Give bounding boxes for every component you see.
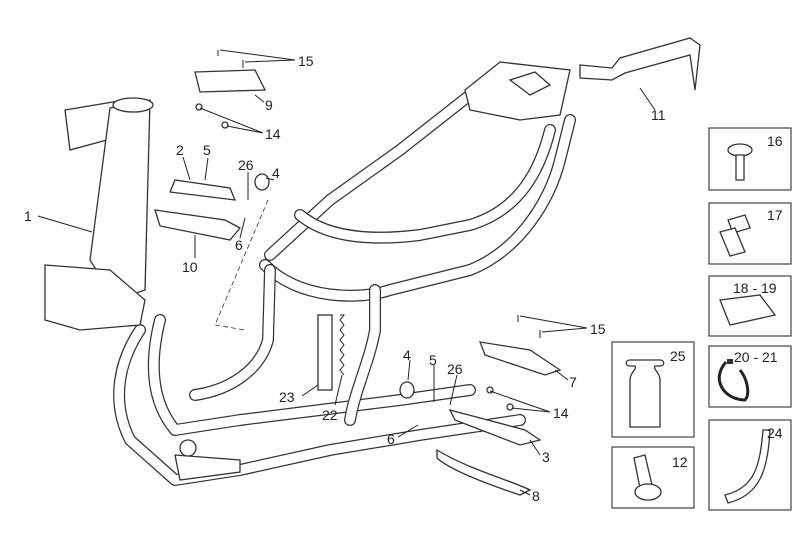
callout-5: 5 (429, 352, 437, 368)
part-box-18-19 (708, 275, 792, 337)
callout-labels: 15 9 14 11 1 2 5 26 4 6 10 15 7 14 3 8 4… (24, 53, 783, 504)
part-box-12 (611, 446, 695, 509)
callout-5: 5 (203, 142, 211, 158)
screws (195, 50, 541, 411)
callout-20-21: 20 - 21 (734, 349, 778, 365)
assembly-guide-line (214, 199, 269, 331)
part-box-16 (708, 127, 792, 191)
callout-12: 12 (672, 454, 688, 470)
callout-4: 4 (403, 347, 411, 363)
callout-23: 23 (279, 389, 295, 405)
callout-2: 2 (176, 142, 184, 158)
callout-11: 11 (651, 107, 666, 123)
callout-8: 8 (532, 488, 540, 504)
callout-15: 15 (298, 53, 314, 69)
part-box-20-21 (708, 345, 792, 408)
callout-4: 4 (272, 165, 280, 181)
part-box-25 (611, 341, 695, 438)
callout-26: 26 (447, 361, 463, 377)
part-box-17 (708, 202, 792, 265)
callout-15: 15 (590, 321, 606, 337)
callout-9: 9 (265, 97, 273, 113)
callout-24: 24 (767, 425, 783, 441)
callout-18-19: 18 - 19 (733, 280, 777, 296)
callout-10: 10 (182, 259, 198, 275)
callout-6: 6 (235, 237, 243, 253)
callout-16: 16 (767, 133, 783, 149)
part-box-24 (708, 419, 792, 511)
callout-6: 6 (387, 431, 395, 447)
callout-14: 14 (553, 405, 569, 421)
leader-lines (37, 49, 656, 496)
main-frame (44, 61, 576, 486)
callout-3: 3 (542, 449, 550, 465)
callout-25: 25 (670, 348, 686, 364)
small-parts (154, 37, 701, 496)
callout-7: 7 (569, 374, 577, 390)
callout-22: 22 (322, 407, 338, 423)
callout-1: 1 (24, 208, 32, 224)
callout-17: 17 (767, 207, 783, 223)
callout-26: 26 (238, 157, 254, 173)
callout-14: 14 (265, 126, 281, 142)
